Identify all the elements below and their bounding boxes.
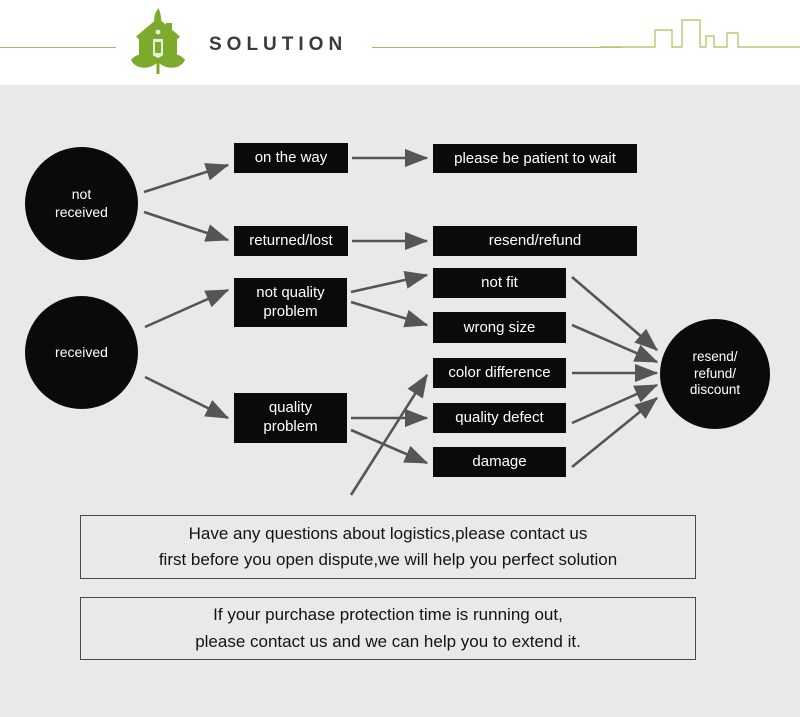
header-divider-middle (372, 47, 622, 48)
node-received-label: received (55, 343, 108, 360)
node-on-the-way-label: on the way (254, 149, 328, 166)
purchase-protection-note-line-2: please contact us and we can help you to… (195, 631, 581, 651)
node-resend-refund[interactable]: resend/refund (433, 226, 637, 256)
logistics-note-line-2: first before you open dispute,we will he… (158, 550, 618, 569)
node-damage-label: damage (472, 453, 527, 470)
purchase-protection-note-line-1: If your purchase protection time is runn… (213, 605, 563, 625)
node-not-received-label: not received (55, 186, 108, 220)
node-not-fit[interactable]: not fit (433, 268, 566, 298)
purchase-protection-note: If your purchase protection time is runn… (80, 597, 696, 660)
node-wrong-size[interactable]: wrong size (433, 312, 566, 343)
node-quality-defect[interactable]: quality defect (433, 403, 566, 433)
node-quality-problem-label: quality problem (263, 399, 318, 435)
logistics-note: Have any questions about logistics,pleas… (80, 515, 696, 579)
node-on-the-way[interactable]: on the way (234, 143, 348, 173)
flow-arrows (143, 148, 659, 496)
node-resend-refund-discount-label: resend/ refund/ discount (689, 349, 741, 398)
node-not-quality-problem[interactable]: not quality problem (234, 278, 347, 327)
node-not-received[interactable]: not received (25, 147, 138, 260)
logistics-note-line-1: Have any questions about logistics,pleas… (188, 523, 588, 543)
node-quality-problem[interactable]: quality problem (234, 393, 347, 443)
city-skyline-line-icon (600, 8, 800, 52)
node-please-be-patient[interactable]: please be patient to wait (433, 144, 637, 173)
node-returned-lost-label: returned/lost (249, 232, 333, 249)
node-not-quality-problem-label: not quality problem (256, 283, 325, 320)
solution-flowchart: not received received resend/ refund/ di… (0, 85, 800, 717)
page-header: SOLUTION (0, 0, 800, 85)
node-quality-defect-label: quality defect (455, 409, 544, 426)
node-wrong-size-label: wrong size (463, 318, 536, 336)
header-divider-left (0, 47, 116, 48)
node-not-fit-label: not fit (481, 274, 518, 291)
node-color-difference[interactable]: color difference (433, 358, 566, 388)
page-title: SOLUTION (209, 34, 348, 55)
node-resend-refund-label: resend/refund (488, 232, 582, 249)
eco-house-leaf-logo-icon (118, 6, 198, 80)
node-resend-refund-discount[interactable]: resend/ refund/ discount (660, 319, 770, 429)
node-received[interactable]: received (25, 296, 138, 409)
node-please-be-patient-label: please be patient to wait (454, 149, 616, 167)
node-damage[interactable]: damage (433, 447, 566, 477)
node-color-difference-label: color difference (448, 364, 551, 381)
node-returned-lost[interactable]: returned/lost (234, 226, 348, 256)
